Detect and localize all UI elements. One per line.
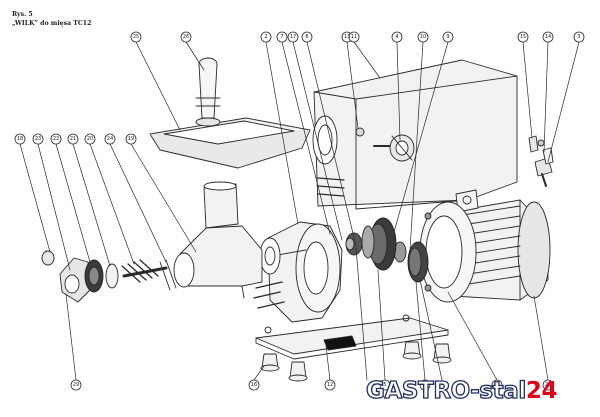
watermark-logo: GASTRO-stal24 [365, 377, 558, 404]
rubber-feet [260, 341, 452, 382]
callout-label: 21 [70, 136, 76, 142]
callout-label: 28 [545, 382, 551, 388]
callout-label: 16 [251, 382, 257, 388]
callout-label: 7 [280, 34, 283, 40]
leader-lines [19, 41, 580, 381]
callout-circles [14, 31, 585, 391]
callout-label: 26 [183, 34, 189, 40]
callout-label: 6 [423, 382, 426, 388]
callout-label: 9 [446, 34, 449, 40]
figure-number: Rys. 5 [12, 11, 33, 18]
small-parts-right [528, 135, 554, 187]
callout-label: 15 [520, 34, 526, 40]
gearbox-housing [253, 221, 343, 323]
callout-label: 25 [133, 34, 139, 40]
callout-label: 12 [327, 382, 333, 388]
callout-label: 4 [395, 34, 398, 40]
watermark-text: GASTRO-stal [365, 377, 527, 404]
callout-label: 13 [344, 34, 350, 40]
base-plate [255, 314, 449, 360]
callout-label: 23 [35, 136, 41, 142]
callout-label: 11 [351, 34, 357, 40]
motor-housing [312, 59, 518, 210]
tray [149, 117, 311, 169]
callout-numbers: 25 26 2 7 17 8 13 11 4 10 9 15 14 3 18 2… [17, 34, 581, 388]
callout-label: 8 [305, 34, 308, 40]
callout-label: 18 [17, 136, 23, 142]
callout-label: 19 [128, 136, 134, 142]
callout-label: 20 [87, 136, 93, 142]
callout-label: 17 [290, 34, 296, 40]
gears [345, 217, 429, 283]
watermark-number: 24 [525, 378, 558, 404]
electric-motor [416, 189, 551, 303]
callout-label: 29 [73, 382, 79, 388]
callout-label: 3 [577, 34, 580, 40]
callout-label: 2 [264, 34, 267, 40]
switch-knob [373, 134, 415, 162]
grinding-parts [41, 250, 177, 303]
mincer-body [173, 181, 263, 299]
callout-label: 10 [420, 34, 426, 40]
callout-label: 22 [53, 136, 59, 142]
callout-label: 24 [107, 136, 113, 142]
pusher [195, 57, 221, 127]
callout-label: 1 [495, 382, 498, 388]
callout-label: 5 [383, 382, 386, 388]
callout-label: 14 [545, 34, 551, 40]
figure-title: „WILK” do mięsa TC12 [12, 20, 92, 27]
